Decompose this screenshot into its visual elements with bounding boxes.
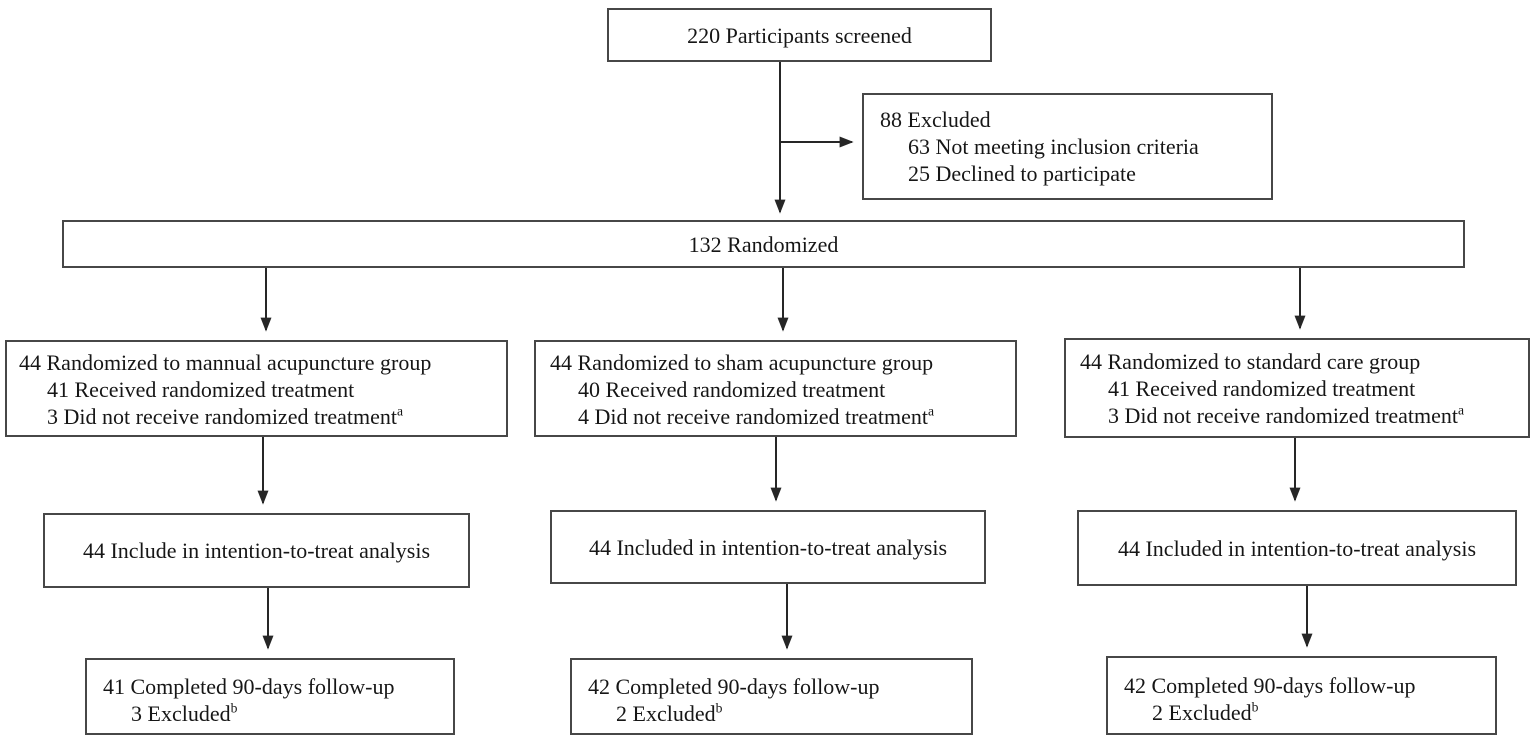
box-itt-manual: 44 Include in intention-to-treat analysi…	[43, 513, 470, 588]
followup-sham-excluded: 2 Excludedb	[616, 700, 723, 726]
box-group-standard-care: 44 Randomized to standard care group 41 …	[1064, 338, 1530, 438]
itt-standard-text: 44 Included in intention-to-treat analys…	[1117, 535, 1476, 561]
box-group-manual-acupuncture: 44 Randomized to mannual acupuncture gro…	[5, 340, 508, 437]
footnote-marker-b: b	[715, 700, 723, 716]
group-standard-received: 41 Received randomized treatment	[1108, 376, 1416, 401]
group-standard-not-received: 3 Did not receive randomized treatmenta	[1108, 402, 1465, 428]
group-manual-allocated: 44 Randomized to mannual acupuncture gro…	[19, 350, 432, 375]
footnote-marker-b: b	[1251, 699, 1259, 715]
excluded-not-meeting-criteria: 63 Not meeting inclusion criteria	[908, 134, 1199, 159]
footnote-marker-a: a	[1458, 402, 1465, 418]
box-itt-sham: 44 Included in intention-to-treat analys…	[550, 510, 986, 584]
followup-sham-completed: 42 Completed 90-days follow-up	[588, 674, 880, 699]
box-followup-sham: 42 Completed 90-days follow-up 2 Exclude…	[570, 658, 973, 735]
box-participants-screened: 220 Participants screened	[607, 8, 992, 62]
excluded-total: 88 Excluded	[880, 107, 991, 132]
itt-sham-text: 44 Included in intention-to-treat analys…	[588, 534, 947, 560]
box-randomized: 132 Randomized	[62, 220, 1465, 268]
footnote-marker-a: a	[928, 403, 935, 419]
itt-manual-text: 44 Include in intention-to-treat analysi…	[82, 538, 430, 563]
group-manual-not-received: 3 Did not receive randomized treatmenta	[47, 403, 404, 429]
participants-screened-text: 220 Participants screened	[687, 22, 912, 48]
box-followup-standard: 42 Completed 90-days follow-up 2 Exclude…	[1106, 656, 1497, 735]
group-sham-received: 40 Received randomized treatment	[578, 377, 886, 402]
box-followup-manual: 41 Completed 90-days follow-up 3 Exclude…	[85, 658, 455, 735]
box-excluded: 88 Excluded 63 Not meeting inclusion cri…	[862, 93, 1273, 200]
group-sham-allocated: 44 Randomized to sham acupuncture group	[550, 350, 934, 375]
followup-manual-completed: 41 Completed 90-days follow-up	[103, 674, 395, 699]
box-group-sham-acupuncture: 44 Randomized to sham acupuncture group …	[534, 340, 1017, 437]
followup-standard-completed: 42 Completed 90-days follow-up	[1124, 673, 1416, 698]
excluded-declined: 25 Declined to participate	[908, 161, 1136, 186]
footnote-marker-a: a	[397, 403, 404, 419]
randomized-text: 132 Randomized	[688, 231, 839, 257]
box-itt-standard: 44 Included in intention-to-treat analys…	[1077, 510, 1517, 586]
group-manual-received: 41 Received randomized treatment	[47, 377, 355, 402]
followup-standard-excluded: 2 Excludedb	[1152, 699, 1259, 725]
group-sham-not-received: 4 Did not receive randomized treatmenta	[578, 403, 935, 429]
followup-manual-excluded: 3 Excludedb	[131, 700, 238, 726]
group-standard-allocated: 44 Randomized to standard care group	[1080, 349, 1421, 374]
footnote-marker-b: b	[230, 700, 238, 716]
